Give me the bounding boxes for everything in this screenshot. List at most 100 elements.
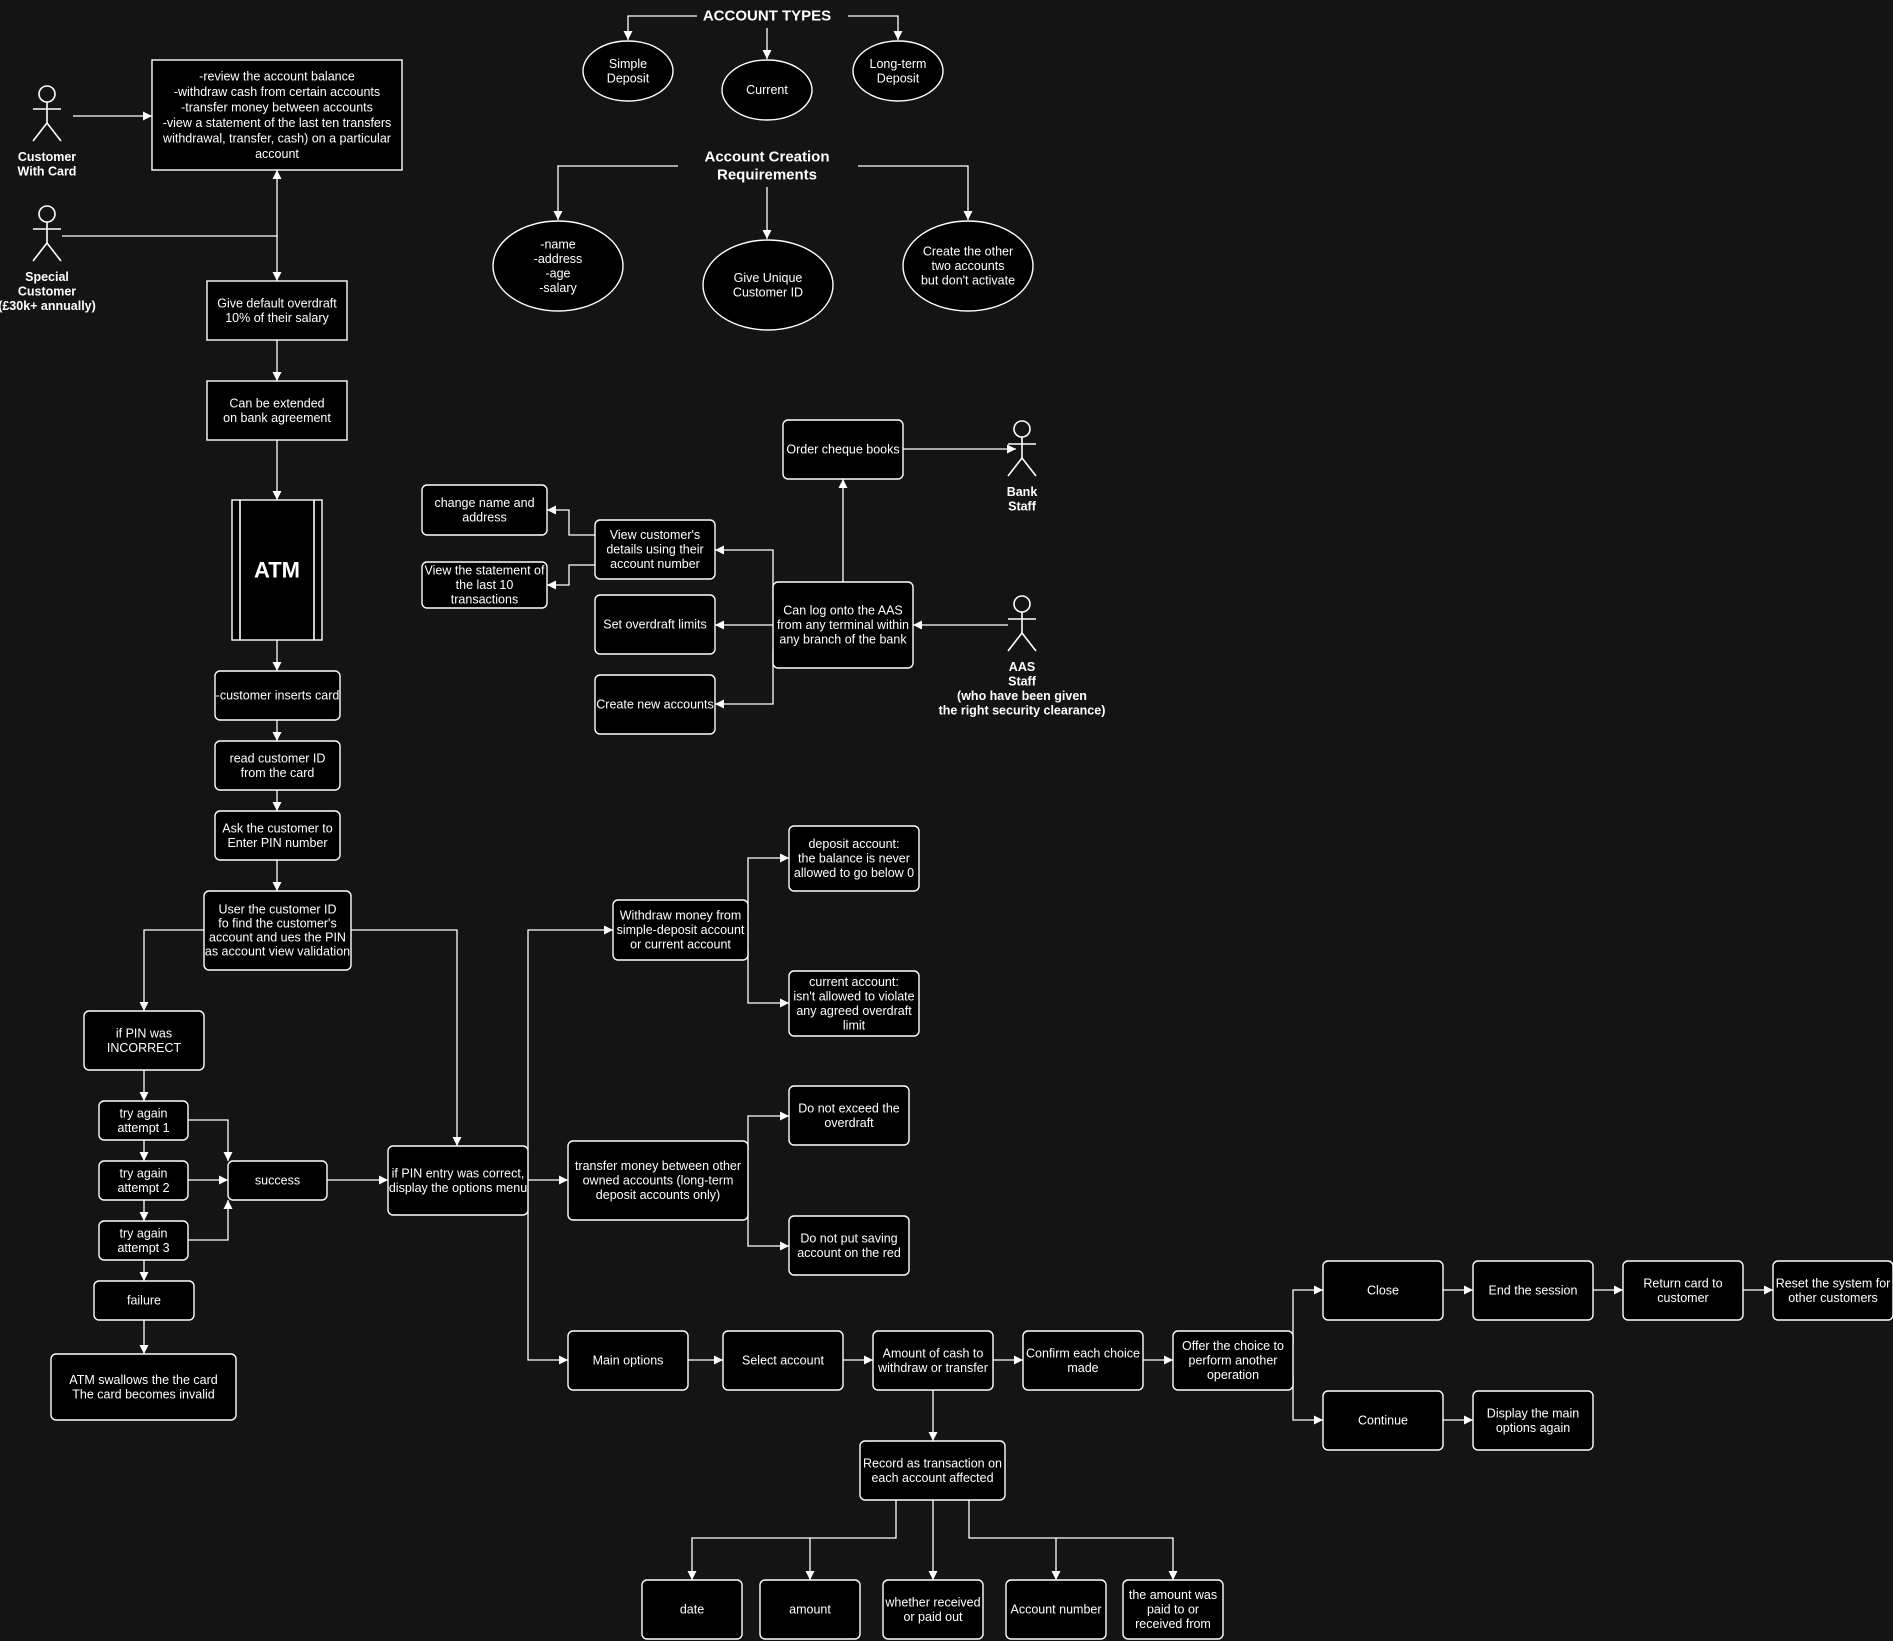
- edge-special-to-functions: [62, 170, 282, 237]
- edge-validate-incorrect: [139, 929, 204, 1011]
- amount-cash: [872, 1330, 994, 1391]
- success-label: success: [255, 1174, 300, 1188]
- transfer-money: [567, 1140, 749, 1221]
- field-paid-from: [1122, 1579, 1224, 1640]
- edge-withdraw-deposit: [747, 853, 789, 910]
- reset-system: [1772, 1260, 1893, 1321]
- field-date: [641, 1579, 743, 1640]
- customer-functions: [151, 59, 403, 171]
- end-session: [1472, 1260, 1594, 1321]
- select-account: [722, 1330, 844, 1391]
- no-exceed-overdraft: [788, 1085, 910, 1146]
- withdraw-money: [612, 899, 749, 961]
- attempt-3: [98, 1220, 189, 1261]
- display-main: [1472, 1390, 1594, 1451]
- attempt-1: [98, 1100, 189, 1141]
- create-accounts-label: Create new accounts: [596, 698, 713, 712]
- account-current-label: Current: [746, 83, 788, 97]
- field-date-label: date: [680, 1603, 704, 1617]
- customer-functions-label: -review the account balance-withdraw cas…: [162, 69, 391, 161]
- actor-aas-staff: [1007, 595, 1037, 652]
- main-options-label: Main options: [593, 1354, 664, 1368]
- creation-other-accounts: [902, 220, 1034, 312]
- order-cheque-label: Order cheque books: [786, 443, 899, 457]
- continue: [1322, 1390, 1444, 1451]
- order-cheque: [782, 419, 904, 480]
- connector-layer: [62, 15, 1773, 1580]
- main-options: [567, 1330, 689, 1391]
- change-name: [421, 484, 548, 536]
- overdraft-default: [206, 280, 348, 341]
- overdraft-extend: [206, 380, 348, 441]
- heading-account-types: ACCOUNT TYPES: [703, 8, 831, 25]
- ask-pin: [214, 810, 341, 861]
- creation-details: [492, 220, 624, 312]
- edge-a3-success: [188, 1200, 233, 1241]
- attempt-2: [98, 1160, 189, 1201]
- actor-special-customer: [32, 205, 62, 262]
- edge-a1-success: [188, 1119, 233, 1161]
- edge-view-change: [547, 505, 595, 536]
- field-amount: [759, 1579, 861, 1640]
- set-overdraft-label: Set overdraft limits: [603, 618, 707, 632]
- field-amount-label: amount: [789, 1603, 831, 1617]
- edge-validate-correct: [351, 929, 462, 1146]
- set-overdraft: [594, 594, 716, 655]
- edge-view-statement: [547, 564, 595, 590]
- view-details: [594, 519, 716, 580]
- continue-label: Continue: [1358, 1414, 1408, 1428]
- read-id: [214, 740, 341, 791]
- field-account-number: [1005, 1579, 1107, 1640]
- insert-card-label: -customer inserts card: [216, 689, 340, 703]
- account-simple-deposit: [582, 40, 674, 102]
- validate-pin: [203, 890, 352, 971]
- current-rule-label: current account:isn't allowed to violate…: [793, 975, 914, 1033]
- pin-incorrect: [83, 1010, 205, 1071]
- edge-offer-continue: [1292, 1375, 1323, 1425]
- insert-card: [214, 670, 341, 721]
- edge-record-paidfrom: [1056, 1537, 1178, 1580]
- swallow-card: [50, 1353, 237, 1421]
- select-account-label: Select account: [742, 1354, 825, 1368]
- edge-types-simple: [623, 15, 697, 40]
- deposit-rule: [788, 825, 920, 892]
- failure-label: failure: [127, 1294, 161, 1308]
- creation-unique-id: [702, 239, 834, 331]
- confirm-choice: [1022, 1330, 1144, 1391]
- edge-logon-create: [715, 650, 774, 709]
- create-accounts: [594, 674, 716, 735]
- close-label: Close: [1367, 1284, 1399, 1298]
- offer-choice: [1172, 1330, 1294, 1391]
- edge-record-account: [968, 1500, 1061, 1580]
- return-card: [1622, 1260, 1744, 1321]
- record-transaction: [859, 1440, 1006, 1501]
